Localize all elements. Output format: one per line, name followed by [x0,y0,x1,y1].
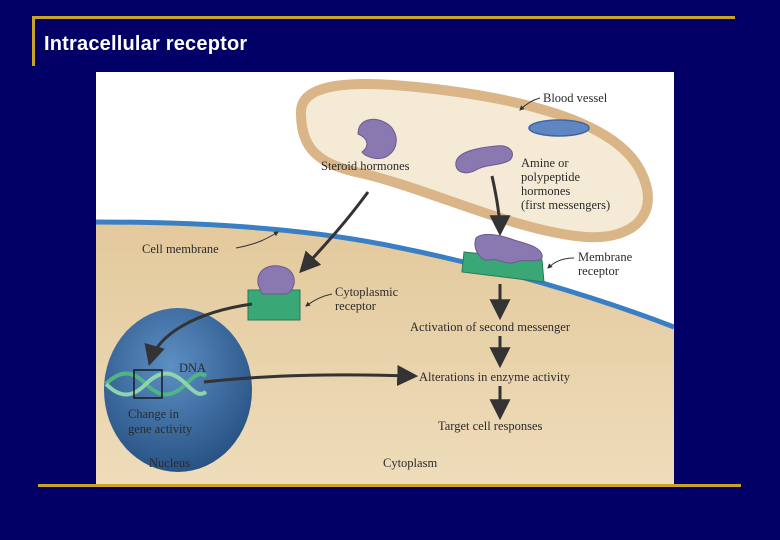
label-membrane-receptor-line2: receptor [578,264,620,278]
label-membrane-receptor-line1: Membrane [578,250,633,264]
arrow-receptor-to-nucleus [144,302,253,367]
slide-title: Intracellular receptor [44,33,248,55]
red-blood-cell [528,119,590,137]
label-amine-line3: hormones [521,184,570,198]
cell-membrane [96,219,674,330]
label-cell-membrane: Cell membrane [142,242,219,256]
leader-blood-vessel [519,97,541,111]
label-nucleus: Nucleus [149,456,190,470]
arrow-dna-to-alterations [203,365,419,387]
label-change-line2: gene activity [128,422,193,436]
label-alterations: Alterations in enzyme activity [419,370,571,384]
membrane-receptor-icon [461,233,545,283]
title-rule-left [32,16,35,66]
leader-cell-membrane [235,231,279,249]
cytoplasmic-receptor-icon [247,265,301,321]
label-dna: DNA [179,361,206,375]
footer-rule [38,484,741,487]
label-amine-line1: Amine or [521,156,569,170]
leader-membrane-receptor [547,257,575,269]
hormone-receptor-diagram: Blood vessel Steroid hormones Amine or p… [96,78,674,484]
arrow-amine-to-membrane [489,175,511,237]
label-steroid-hormones: Steroid hormones [321,159,410,173]
arrow-steroid-to-receptor [299,191,370,274]
dna-helix-icon [104,369,208,399]
label-cytoplasmic-receptor-line2: receptor [335,299,377,313]
label-target: Target cell responses [438,419,543,433]
label-change-line1: Change in [128,407,180,421]
label-activation: Activation of second messenger [410,320,571,334]
steroid-hormone-icon [357,118,397,159]
label-amine-line2: polypeptide [521,170,580,184]
title-rule-top [32,16,735,19]
leader-cytoplasmic-receptor [305,293,333,307]
label-amine-line4: (first messengers) [521,198,610,212]
hormone-receptor-figure: Blood vessel Steroid hormones Amine or p… [96,72,674,484]
label-blood-vessel: Blood vessel [543,91,608,105]
amine-hormone-icon [455,145,513,174]
label-cytoplasm: Cytoplasm [383,456,437,470]
label-cytoplasmic-receptor-line1: Cytoplasmic [335,285,399,299]
